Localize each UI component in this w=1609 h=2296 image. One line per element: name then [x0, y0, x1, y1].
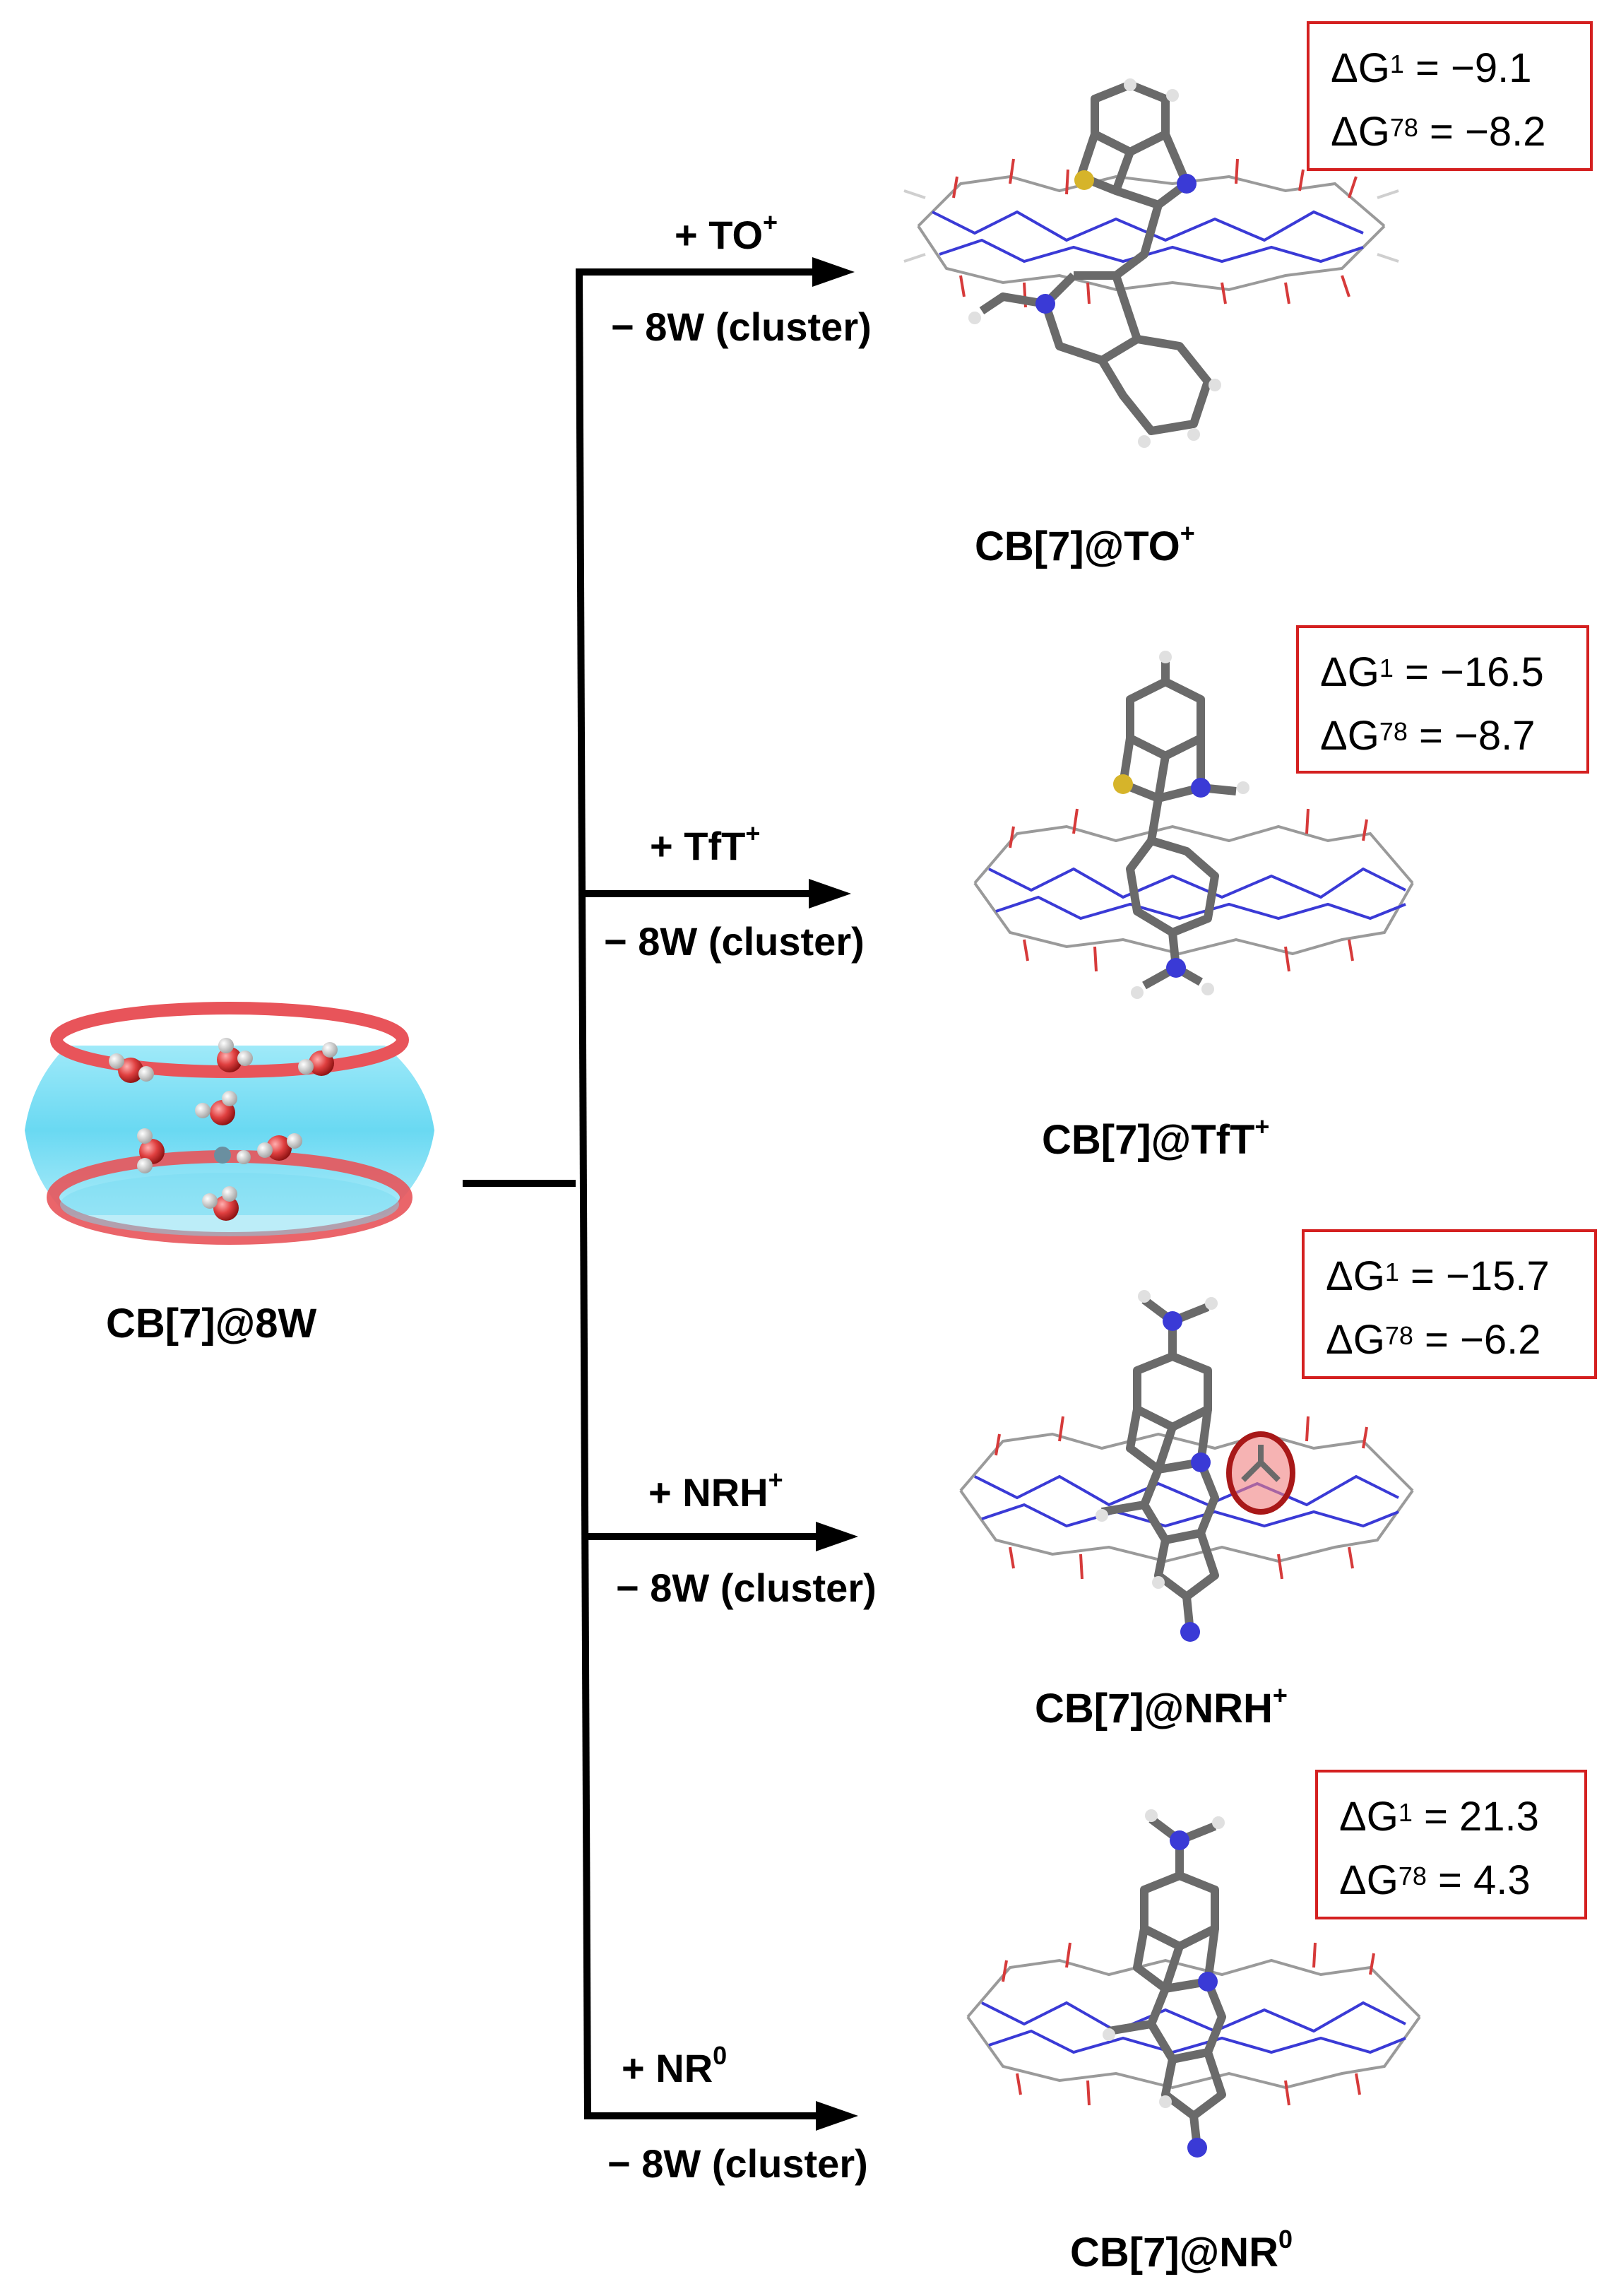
branch-4-product-label: CB[7]@NR0 [1070, 2225, 1293, 2276]
branch-1-energy-box: ΔG1 = −9.1 ΔG78 = −8.2 [1307, 21, 1593, 171]
arrow-2 [581, 879, 851, 909]
branch-3-product-label: CB[7]@NRH+ [1035, 1681, 1288, 1732]
dg1-value: ΔG1 = −16.5 [1320, 649, 1544, 695]
dg78-value: ΔG78 = 4.3 [1339, 1857, 1531, 1903]
cb7-water-cluster-image [25, 1002, 434, 1245]
cb7-nr-complex-image [966, 1809, 1421, 2158]
dg1-value: ΔG1 = 21.3 [1339, 1794, 1539, 1840]
branch-1-product-label: CB[7]@TO+ [975, 519, 1195, 569]
branch-2-reagent: + TfT+ [650, 819, 761, 868]
cb7-nrh-complex-image [959, 1290, 1414, 1642]
arrow-1 [576, 257, 855, 287]
cb7-to-complex-image [903, 78, 1399, 448]
cb7-tft-complex-image [973, 651, 1414, 999]
dg1-value: ΔG1 = −9.1 [1331, 45, 1532, 91]
dg78-value: ΔG78 = −8.2 [1331, 109, 1546, 155]
dg1-value: ΔG1 = −15.7 [1326, 1253, 1550, 1299]
branch-1-reagent: + TO+ [675, 208, 778, 257]
reactant-label: CB[7]@8W [106, 1301, 317, 1347]
branch-2-product-label: CB[7]@TfT+ [1042, 1112, 1270, 1163]
branch-4-reagent: + NR0 [622, 2041, 728, 2090]
branch-3-energy-box: ΔG1 = −15.7 ΔG78 = −6.2 [1302, 1229, 1597, 1379]
branch-3-byproduct: − 8W (cluster) [616, 1566, 877, 1610]
branch-1-byproduct: − 8W (cluster) [611, 304, 872, 349]
branch-3-reagent: + NRH+ [648, 1465, 783, 1515]
highlight-ellipse [1226, 1431, 1295, 1515]
branch-2-energy-box: ΔG1 = −16.5 ΔG78 = −8.7 [1296, 625, 1589, 774]
dg78-value: ΔG78 = −6.2 [1326, 1317, 1541, 1363]
branch-4-energy-box: ΔG1 = 21.3 ΔG78 = 4.3 [1315, 1770, 1587, 1919]
branch-4-byproduct: − 8W (cluster) [607, 2141, 868, 2186]
branch-trunk-line [576, 271, 591, 2120]
arrow-4 [586, 2101, 858, 2131]
branch-2-byproduct: − 8W (cluster) [604, 919, 865, 964]
dg78-value: ΔG78 = −8.7 [1320, 713, 1536, 759]
arrow-3 [584, 1522, 858, 1551]
